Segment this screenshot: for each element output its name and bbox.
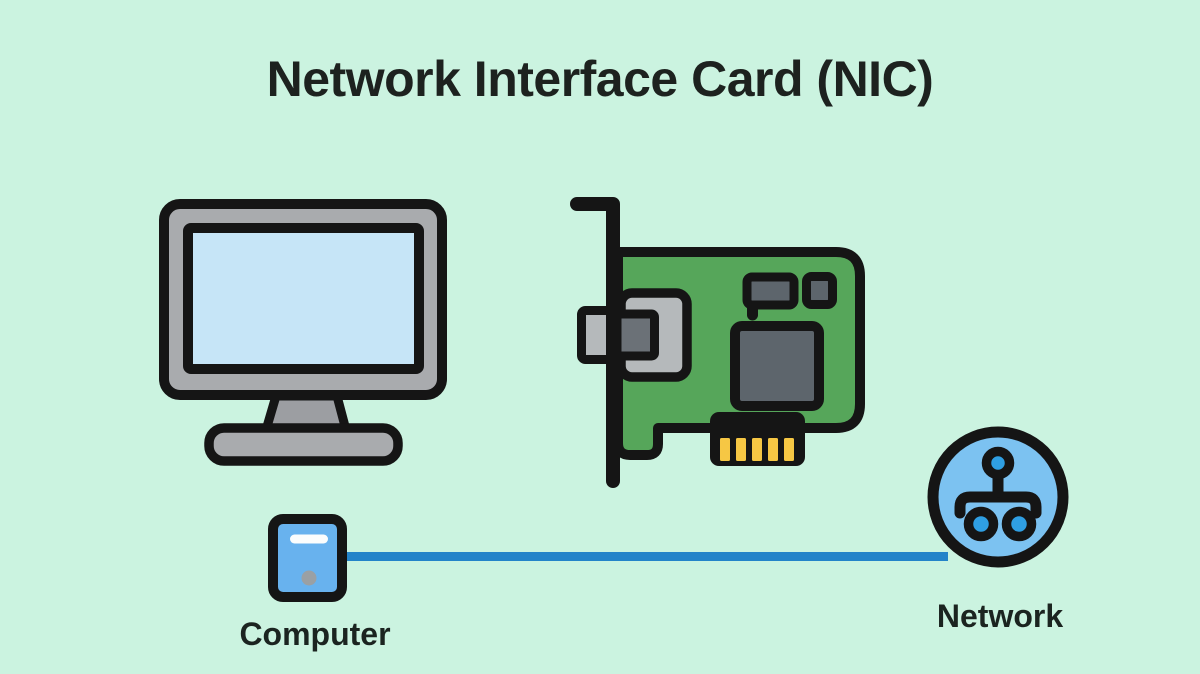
network-connection-diagram	[268, 426, 1069, 602]
computer-device-button	[301, 570, 317, 586]
nic-pin	[720, 438, 730, 461]
network-tree-node-left	[963, 506, 999, 542]
nic-pin	[752, 438, 762, 461]
computer-device-slot	[290, 534, 328, 544]
monitor-screen	[183, 223, 424, 374]
network-interface-card-icon	[570, 197, 865, 488]
nic-port-opening	[612, 309, 659, 361]
page-title: Network Interface Card (NIC)	[266, 51, 934, 107]
computer-label: Computer	[239, 616, 391, 652]
nic-chip-wide	[742, 272, 799, 310]
nic-bracket	[570, 197, 620, 488]
nic-chip-main	[730, 321, 824, 411]
nic-pin	[784, 438, 794, 461]
nic-pin	[768, 438, 778, 461]
nic-chip-square-small	[802, 272, 837, 309]
computer-monitor-icon	[159, 199, 447, 466]
network-label: Network	[936, 598, 1064, 634]
monitor-base	[204, 423, 403, 466]
network-tree-node-top	[981, 446, 1015, 480]
network-tree-node-right	[1001, 506, 1037, 542]
nic-pin	[736, 438, 746, 461]
